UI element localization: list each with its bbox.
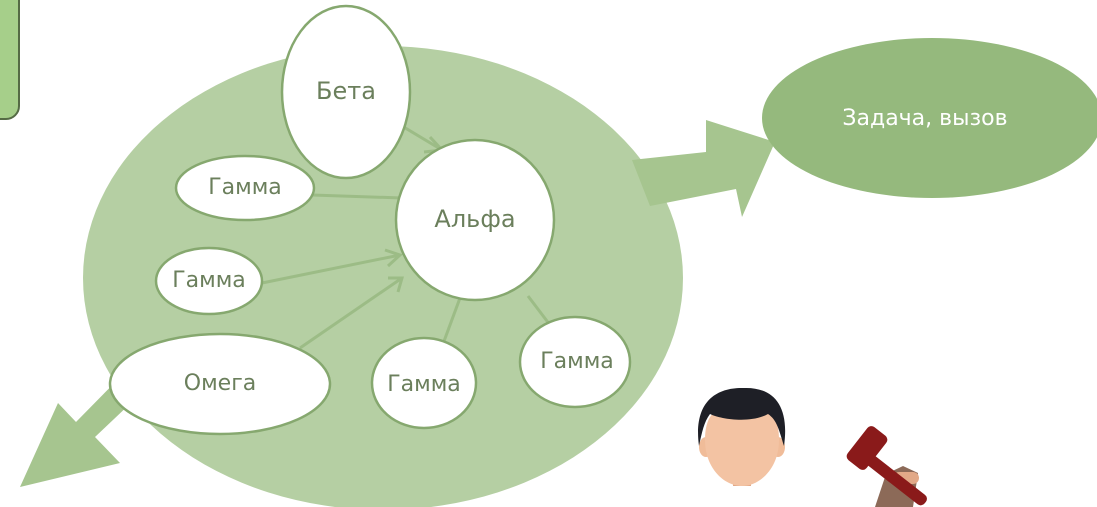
task-ellipse xyxy=(762,38,1097,198)
beta-label: Бета xyxy=(316,77,376,105)
person-icon xyxy=(698,387,786,507)
arrowhead-omega-alpha xyxy=(388,276,404,293)
gamma-label-4: Гамма xyxy=(540,349,614,374)
connector-gamma4-alpha xyxy=(526,295,552,326)
gamma-node-4 xyxy=(518,315,632,409)
alpha-node xyxy=(394,138,556,302)
arrowhead-gamma2-alpha xyxy=(384,248,403,268)
connector-gamma2-alpha xyxy=(261,253,401,285)
gamma-label-3: Гамма xyxy=(387,372,461,397)
gamma-label-2: Гамма xyxy=(172,268,246,293)
gamma-node-1 xyxy=(174,154,316,222)
alpha-label: Альфа xyxy=(434,205,515,233)
arrow-to-task xyxy=(632,120,775,217)
connector-omega-alpha xyxy=(299,276,403,350)
gamma-node-2 xyxy=(154,246,264,316)
gavel-icon xyxy=(846,426,927,507)
connector-gamma1-alpha xyxy=(311,193,403,200)
omega-label: Омега xyxy=(184,371,257,396)
gamma-node-3 xyxy=(370,336,478,430)
gamma-label-1: Гамма xyxy=(208,175,282,200)
task-label: Задача, вызов xyxy=(842,106,1007,131)
beta-node xyxy=(280,4,412,180)
omega-node xyxy=(108,332,332,436)
corner-tab xyxy=(0,0,20,120)
